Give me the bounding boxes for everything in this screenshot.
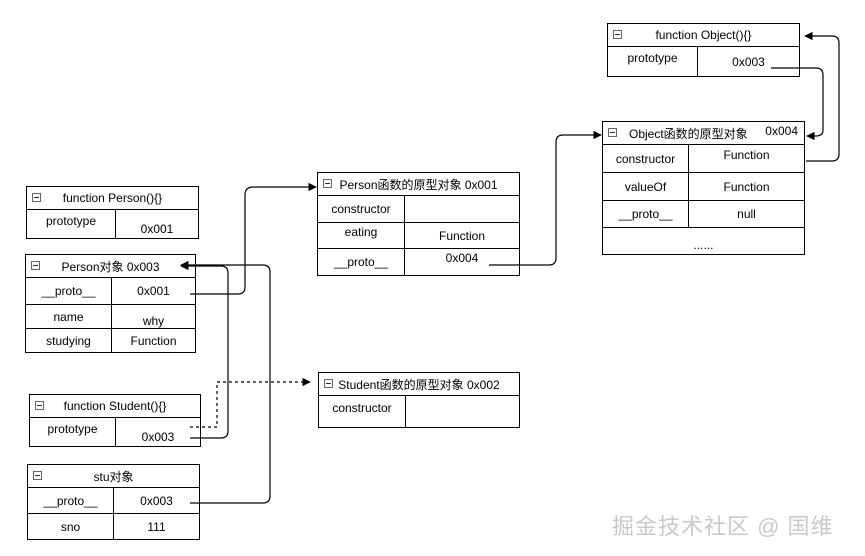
function-person-node: function Person(){} prototype 0x001 — [26, 186, 199, 239]
valueof-key: valueOf — [624, 179, 667, 194]
prototype-value: 0x001 — [140, 221, 174, 236]
collapse-icon[interactable] — [613, 30, 622, 39]
proto-value: 0x004 — [445, 251, 479, 265]
node-title: function Student(){} — [63, 399, 167, 413]
eating-key: eating — [344, 224, 378, 239]
proto-value: 0x001 — [137, 284, 170, 298]
sno-key: sno — [60, 519, 81, 534]
edge-stu-proto-to-person-object — [180, 260, 271, 504]
constructor-key: constructor — [615, 151, 676, 166]
person-prototype-node: Person函数的原型对象 0x001 constructor eating F… — [317, 172, 520, 276]
prototype-value: 0x003 — [141, 429, 175, 444]
edge-object-proto-constructor-to-function-object — [804, 31, 840, 162]
address-badge: 0x004 — [765, 124, 798, 138]
constructor-key: constructor — [331, 202, 391, 216]
edge-person-proto-to-object-prototype — [489, 130, 602, 266]
edge-student-prototype-to-student-proto — [190, 377, 311, 428]
collapse-icon[interactable] — [33, 471, 42, 480]
proto-value: 0x003 — [140, 493, 173, 508]
constructor-key: constructor — [332, 400, 392, 415]
valueof-value: Function — [723, 179, 770, 194]
node-title: stu对象 — [93, 469, 134, 484]
name-value: why — [142, 313, 165, 328]
function-object-node: function Object(){} prototype 0x003 — [607, 23, 800, 77]
collapse-icon[interactable] — [608, 128, 617, 137]
prototype-key: prototype — [627, 50, 678, 65]
node-title: function Person(){} — [62, 191, 163, 205]
node-title: Student函数的原型对象 0x002 — [338, 377, 500, 392]
node-title: Person函数的原型对象 0x001 — [339, 177, 498, 192]
proto-key: __proto__ — [43, 493, 98, 508]
node-title: Person对象 0x003 — [61, 259, 160, 274]
function-student-node: function Student(){} prototype 0x003 — [29, 394, 201, 447]
collapse-icon[interactable] — [324, 379, 333, 388]
edge-student-prototype-to-person-object — [180, 261, 229, 439]
edge-object-prototype-to-object-proto — [771, 67, 824, 141]
node-title: Object函数的原型对象 — [629, 126, 748, 141]
edge-person-proto-to-person-prototype — [190, 182, 317, 295]
node-title: function Object(){} — [655, 28, 752, 42]
person-object-node: Person对象 0x003 __proto__ 0x001 name why … — [25, 254, 196, 353]
proto-key: __proto__ — [333, 255, 389, 269]
stu-object-node: stu对象 __proto__ 0x003 sno 111 — [27, 464, 200, 540]
collapse-icon[interactable] — [31, 261, 40, 270]
collapse-icon[interactable] — [323, 179, 332, 188]
watermark: 掘金技术社区 @ 国维 — [612, 514, 834, 539]
eating-value: Function — [438, 228, 486, 243]
name-key: name — [53, 309, 84, 324]
sno-value: 111 — [147, 519, 166, 534]
studying-key: studying — [46, 334, 91, 348]
collapse-icon[interactable] — [35, 401, 44, 410]
student-prototype-node: Student函数的原型对象 0x002 constructor — [318, 372, 520, 428]
proto-key: __proto__ — [618, 207, 673, 221]
constructor-value: Function — [723, 147, 770, 162]
proto-value: null — [737, 207, 756, 221]
studying-value: Function — [130, 334, 177, 348]
more-ellipsis: ...... — [693, 238, 714, 252]
collapse-icon[interactable] — [32, 193, 41, 202]
prototype-key: prototype — [47, 421, 98, 436]
proto-key: __proto__ — [41, 284, 96, 298]
prototype-key: prototype — [45, 213, 97, 228]
prototype-value: 0x003 — [732, 54, 765, 69]
object-prototype-node: Object函数的原型对象 0x004 constructor Function… — [602, 121, 805, 255]
